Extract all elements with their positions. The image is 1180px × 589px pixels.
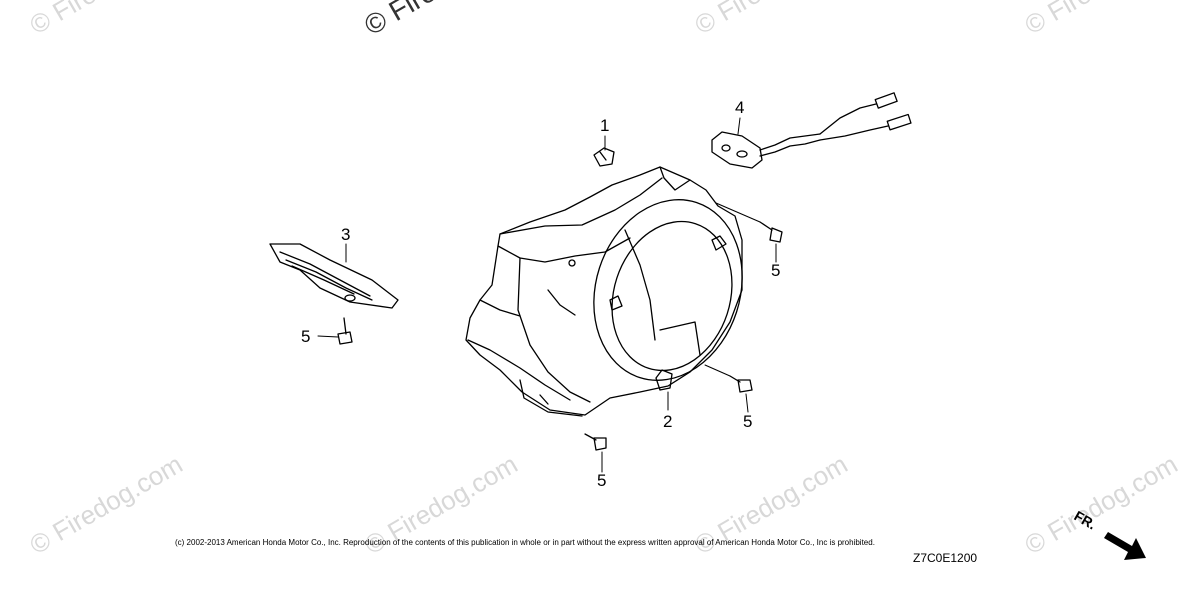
clip-part xyxy=(593,147,615,167)
bolt-right-lower xyxy=(729,375,753,393)
fan-cover-shroud xyxy=(465,166,743,417)
shield-plate xyxy=(269,243,399,309)
copyright-notice: (c) 2002-2013 American Honda Motor Co., … xyxy=(175,538,875,547)
diagram-code: Z7C0E1200 xyxy=(913,551,978,565)
bolt-left xyxy=(337,317,353,345)
bolt-right-upper xyxy=(759,221,783,243)
callout-5-bottom: 5 xyxy=(597,471,607,490)
bolt-bottom xyxy=(584,433,607,451)
switch-with-wire xyxy=(711,92,912,169)
callout-5-left: 5 xyxy=(301,327,311,346)
callout-1: 1 xyxy=(600,116,610,135)
callout-2: 2 xyxy=(663,412,673,431)
front-arrow-icon xyxy=(1104,532,1146,560)
callout-4: 4 xyxy=(735,98,745,117)
callout-5-right-upper: 5 xyxy=(771,261,781,280)
leader-lines xyxy=(317,117,777,473)
callout-5-right-lower: 5 xyxy=(743,412,753,431)
callout-3: 3 xyxy=(341,225,351,244)
